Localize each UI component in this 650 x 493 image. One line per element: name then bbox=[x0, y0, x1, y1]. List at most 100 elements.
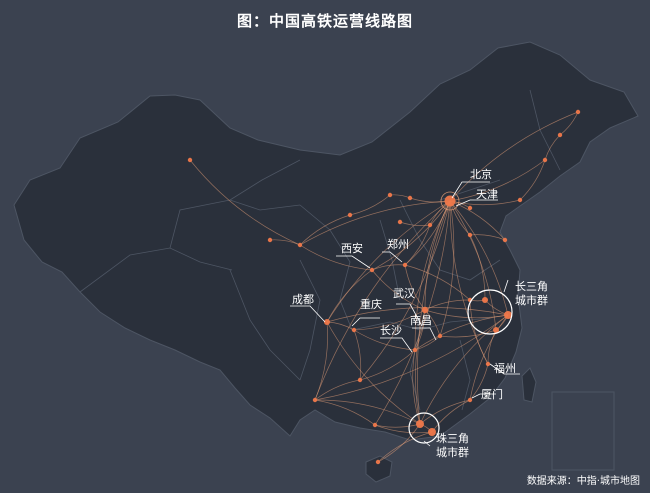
rail-line bbox=[314, 399, 421, 425]
rail-line bbox=[314, 200, 451, 401]
rail-line bbox=[374, 200, 451, 426]
rail-line bbox=[299, 244, 373, 271]
rail-line bbox=[189, 159, 301, 246]
station-node bbox=[347, 212, 353, 218]
rail-line bbox=[359, 349, 416, 381]
rail-line bbox=[469, 234, 486, 301]
rail-line bbox=[469, 299, 489, 365]
station-node bbox=[407, 195, 413, 201]
map-title: 图：中国高铁运营线路图 bbox=[236, 12, 413, 30]
station-node bbox=[427, 222, 433, 228]
rail-line bbox=[469, 234, 506, 241]
station-node bbox=[504, 311, 512, 319]
label-yangtze-delta-2: 城市群 bbox=[515, 293, 548, 307]
rail-line bbox=[431, 399, 471, 433]
station-node bbox=[485, 361, 491, 367]
rail-line bbox=[412, 349, 421, 425]
rail-line bbox=[377, 431, 433, 463]
rail-line bbox=[326, 321, 421, 425]
station-node bbox=[467, 232, 473, 238]
station-node bbox=[421, 306, 429, 314]
rail-line bbox=[359, 200, 451, 381]
label-tianjin: 天津 bbox=[476, 188, 498, 201]
rail-line bbox=[353, 309, 426, 331]
station-node bbox=[402, 262, 408, 268]
data-source-note: 数据来源：中指·城市地图 bbox=[526, 476, 640, 487]
rail-line bbox=[439, 200, 455, 337]
station-node bbox=[312, 397, 318, 403]
rail-line bbox=[419, 314, 509, 425]
label-leaders bbox=[290, 181, 520, 447]
rail-line bbox=[439, 329, 497, 338]
label-pearl-delta-1: 珠三角 bbox=[436, 431, 469, 445]
beijing-hub-ring bbox=[440, 191, 460, 211]
rail-line bbox=[469, 363, 489, 401]
station-node bbox=[493, 327, 499, 333]
south-sea-inset bbox=[551, 391, 615, 471]
label-beijing: 北京 bbox=[470, 167, 492, 181]
rail-line bbox=[326, 307, 509, 323]
station-node bbox=[397, 219, 403, 225]
station-node bbox=[437, 333, 443, 339]
label-changsha: 长沙 bbox=[380, 324, 402, 337]
rail-line bbox=[353, 329, 362, 381]
station-node bbox=[369, 267, 375, 273]
label-fuzhou: 福州 bbox=[494, 361, 516, 375]
rail-line bbox=[419, 399, 471, 425]
rail-line bbox=[353, 329, 416, 351]
station-node bbox=[324, 319, 330, 325]
rail-network bbox=[189, 111, 579, 463]
rail-line bbox=[349, 194, 391, 216]
rail-line bbox=[449, 200, 509, 316]
rail-line bbox=[449, 159, 546, 202]
rail-line bbox=[559, 111, 579, 136]
station-node bbox=[267, 237, 273, 243]
station-node bbox=[502, 237, 508, 243]
station-node bbox=[428, 428, 436, 436]
station-node bbox=[575, 109, 581, 115]
label-nanchang: 南昌 bbox=[410, 314, 432, 327]
rail-line bbox=[449, 200, 497, 331]
station-node bbox=[416, 420, 424, 428]
station-node bbox=[372, 422, 378, 428]
rail-line bbox=[374, 424, 433, 434]
station-node bbox=[467, 397, 473, 403]
rail-line bbox=[377, 423, 421, 463]
station-node bbox=[542, 157, 548, 163]
label-chengdu: 成都 bbox=[292, 293, 314, 306]
rail-line bbox=[314, 321, 328, 401]
taiwan-island bbox=[521, 367, 537, 403]
rail-line bbox=[449, 111, 579, 202]
station-node bbox=[412, 347, 418, 353]
yangtze-delta-highlight bbox=[467, 289, 513, 335]
label-yangtze-delta-1: 长三角 bbox=[515, 280, 548, 293]
rail-line bbox=[449, 200, 506, 241]
label-zhengzhou: 郑州 bbox=[387, 237, 409, 251]
label-xian: 西安 bbox=[341, 241, 363, 255]
label-wuhan: 武汉 bbox=[393, 287, 415, 300]
rail-line bbox=[371, 200, 451, 271]
station-node bbox=[517, 197, 523, 203]
station-node bbox=[557, 132, 563, 138]
rail-line bbox=[414, 200, 451, 351]
rail-line bbox=[299, 214, 351, 246]
rail-line bbox=[417, 200, 451, 425]
pearl-delta-highlight bbox=[408, 412, 440, 444]
rail-line bbox=[544, 134, 561, 161]
station-node bbox=[375, 459, 381, 465]
rail-line bbox=[519, 159, 546, 201]
rail-line bbox=[414, 309, 426, 351]
station-node bbox=[482, 297, 488, 303]
hainan-island bbox=[365, 455, 393, 483]
rail-stations bbox=[187, 109, 581, 465]
china-landmass bbox=[13, 41, 639, 441]
label-pearl-delta-2: 城市群 bbox=[436, 445, 469, 459]
rail-line bbox=[314, 399, 376, 426]
station-node bbox=[387, 192, 393, 198]
label-xiamen: 厦门 bbox=[481, 387, 503, 401]
rail-line bbox=[414, 335, 441, 351]
rail-line bbox=[449, 199, 521, 206]
label-chongqing: 重庆 bbox=[360, 297, 382, 311]
rail-line bbox=[415, 309, 426, 425]
